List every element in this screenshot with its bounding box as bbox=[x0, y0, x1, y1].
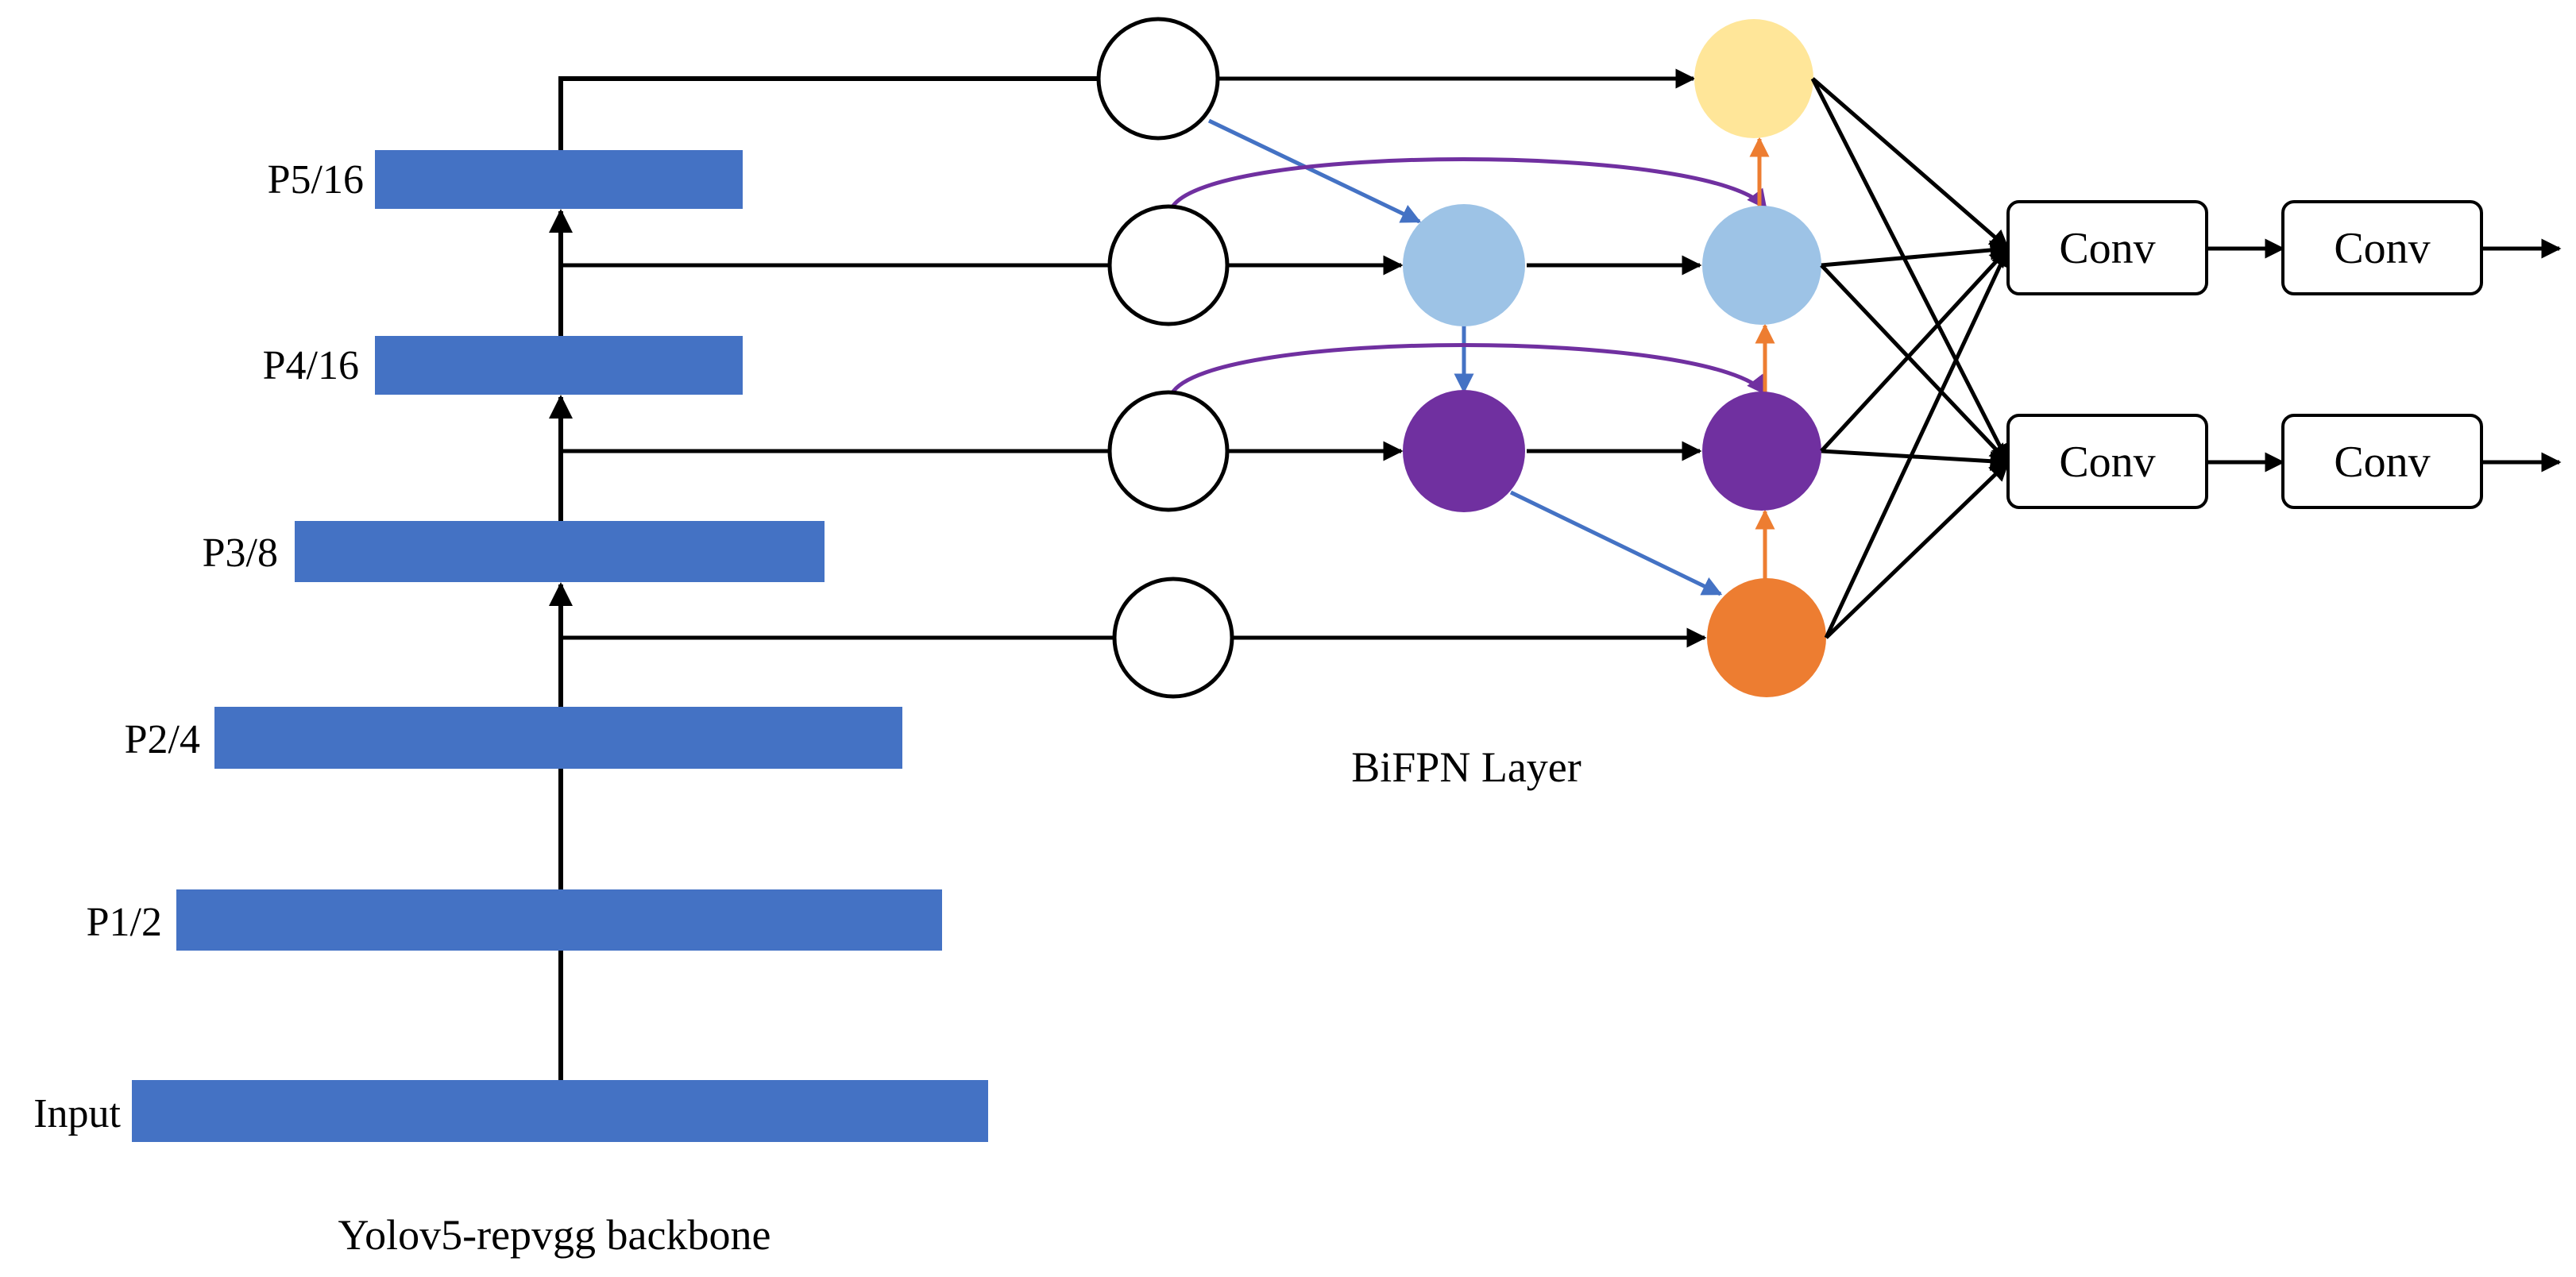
output-node-l5 bbox=[1694, 19, 1813, 138]
backbone-bar-p3 bbox=[295, 521, 825, 582]
arrow-purple-l3-skip bbox=[1169, 343, 1767, 395]
fanout-lines bbox=[1810, 77, 2010, 639]
bifpn-nodes: BiFPN Layer bbox=[1096, 17, 1826, 791]
arrow-purple-l4-skip bbox=[1169, 157, 1767, 210]
backbone-label-p4: P4/16 bbox=[263, 343, 359, 388]
fan-l2-to-head1 bbox=[1824, 246, 2010, 639]
bifpn-caption: BiFPN Layer bbox=[1351, 743, 1582, 791]
backbone-spine bbox=[549, 76, 1099, 1080]
backbone-bar-p4 bbox=[375, 336, 743, 395]
mid-node-l4 bbox=[1403, 204, 1525, 326]
backbone-label-p3: P3/8 bbox=[203, 530, 278, 576]
fan-l4-to-head2 bbox=[1820, 264, 2010, 464]
fan-l2-to-head2 bbox=[1825, 461, 2010, 639]
mid-node-l3 bbox=[1403, 390, 1525, 512]
output-node-l4 bbox=[1702, 206, 1821, 325]
backbone-bar-p5 bbox=[375, 150, 743, 209]
backbone-bar-p1 bbox=[176, 889, 942, 951]
backbone-label-p1: P1/2 bbox=[87, 900, 162, 945]
head2-conv2-label: Conv bbox=[2334, 438, 2430, 487]
backbone-label-p5: P5/16 bbox=[268, 157, 364, 203]
arrow-blue-l3-mid-to-l2-output bbox=[1509, 490, 1723, 596]
bifpn-colored-arrows bbox=[1169, 118, 1775, 596]
fan-l3-to-head2 bbox=[1821, 449, 2010, 472]
head1-conv2-label: Conv bbox=[2334, 224, 2430, 273]
conv-heads: Conv Conv Conv Conv bbox=[2006, 200, 2562, 509]
backbone-caption: Yolov5-repvgg backbone bbox=[338, 1211, 771, 1259]
output-node-l3 bbox=[1702, 392, 1821, 511]
backbone-bar-p2 bbox=[214, 707, 902, 769]
backbone-bar-input bbox=[132, 1080, 988, 1142]
arrow-blue-l5-to-l4-mid bbox=[1207, 118, 1422, 224]
input-node-l2 bbox=[1112, 577, 1234, 699]
backbone-label-p2: P2/4 bbox=[125, 717, 200, 762]
fan-l3-to-head1 bbox=[1820, 247, 2010, 453]
fan-l5-to-head1 bbox=[1811, 77, 2010, 250]
feed-lines bbox=[561, 263, 1114, 640]
bifpn-horizontal-arrows bbox=[1218, 68, 1707, 648]
output-node-l2 bbox=[1707, 578, 1826, 697]
fan-l4-to-head1 bbox=[1821, 240, 2010, 268]
fan-l5-to-head2 bbox=[1810, 77, 2010, 465]
input-node-l4 bbox=[1107, 204, 1230, 326]
input-node-l5 bbox=[1096, 17, 1220, 141]
head2-conv1-label: Conv bbox=[2059, 438, 2155, 487]
backbone: Input P1/2 P2/4 P3/8 P4/16 P5/16 Yolov5-… bbox=[33, 150, 988, 1259]
backbone-label-input: Input bbox=[33, 1091, 121, 1136]
spine-p5-to-input-node bbox=[558, 76, 1099, 150]
head1-conv1-label: Conv bbox=[2059, 224, 2155, 273]
input-node-l3 bbox=[1107, 390, 1230, 512]
